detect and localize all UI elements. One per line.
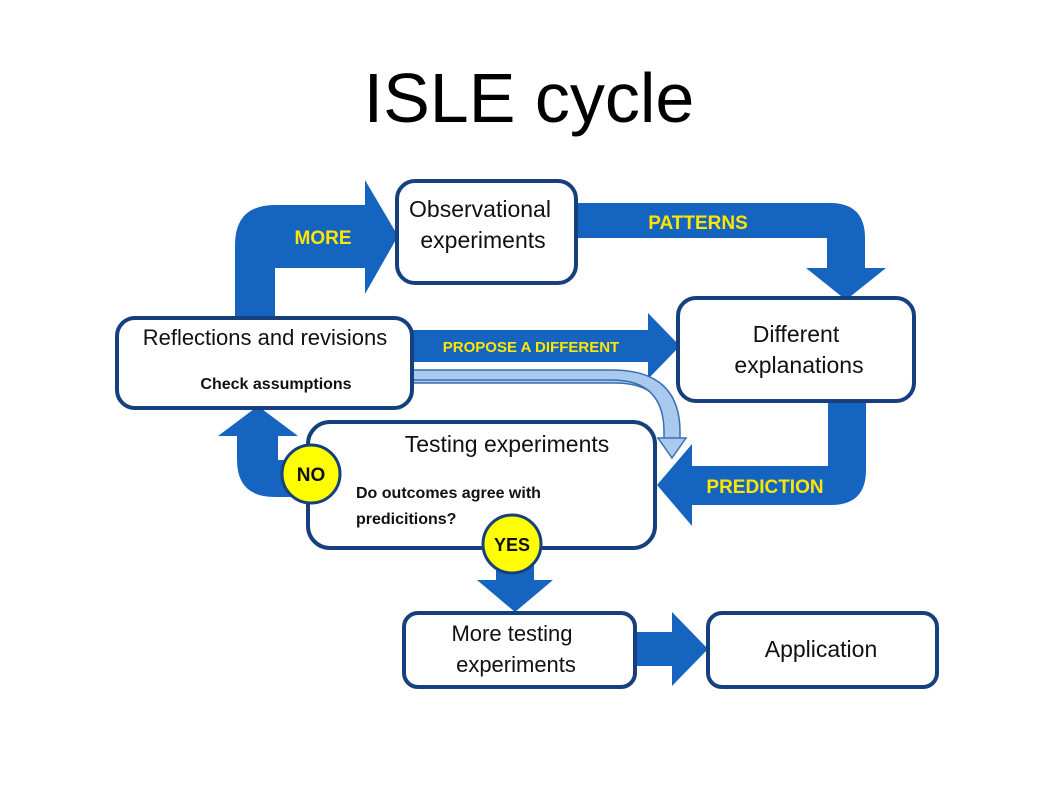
prediction-arrow-head — [657, 444, 692, 526]
application-box — [706, 611, 939, 689]
observational-label-line2: experiments — [420, 227, 545, 253]
light-curved-arrow-band — [409, 369, 681, 441]
prediction-arrow-label: PREDICTION — [706, 477, 823, 498]
light-curved-arrow — [409, 369, 688, 460]
propose-arrow-label: PROPOSE A DIFFERENT — [443, 339, 619, 356]
light-curved-arrow-head — [656, 437, 688, 460]
patterns-arrow-shaft — [575, 203, 865, 270]
patterns-arrow — [575, 203, 886, 300]
more-testing-label-line1: More testing — [451, 621, 572, 646]
reflections-title: Reflections and revisions — [143, 325, 388, 350]
more-arrow — [235, 180, 398, 325]
testing-question-line1: Do outcomes agree with — [356, 485, 541, 502]
observational-label-line1: Observational — [409, 196, 551, 222]
no-arrow-head — [218, 406, 298, 436]
prediction-arrow-shaft — [690, 400, 866, 505]
different-label-line1: Different — [753, 321, 840, 347]
patterns-arrow-label: PATTERNS — [648, 213, 748, 234]
propose-arrow-head — [648, 313, 680, 379]
prediction-arrow — [657, 400, 866, 526]
more-testing-label-line2: experiments — [456, 652, 576, 677]
observational-box — [395, 179, 578, 285]
patterns-arrow-head — [806, 268, 886, 300]
propose-arrow — [410, 313, 680, 379]
application-arrow-head — [672, 612, 708, 686]
testing-title: Testing experiments — [405, 431, 610, 457]
no-badge-label: NO — [297, 465, 326, 486]
propose-arrow-shaft — [410, 330, 650, 362]
more-arrow-head — [365, 180, 398, 294]
testing-question-line2: predicitions? — [356, 511, 456, 528]
yes-badge-label: YES — [494, 535, 530, 555]
different-explanations-box — [676, 296, 916, 403]
reflections-box — [115, 316, 414, 410]
yes-badge: YES — [481, 513, 543, 575]
more-arrow-shaft — [235, 205, 365, 325]
more-arrow-label: MORE — [295, 228, 352, 249]
application-arrow-shaft — [634, 632, 676, 666]
more-testing-box — [402, 611, 637, 689]
yes-badge-circle — [481, 513, 543, 575]
slide-title: ISLE cycle — [363, 59, 695, 137]
different-label-line2: explanations — [734, 352, 863, 378]
application-arrow — [634, 612, 708, 686]
no-badge-circle — [280, 443, 342, 505]
no-badge: NO — [280, 443, 342, 505]
application-label: Application — [765, 636, 878, 662]
reflections-subtitle: Check assumptions — [200, 376, 351, 393]
yes-arrow-head — [477, 580, 553, 612]
